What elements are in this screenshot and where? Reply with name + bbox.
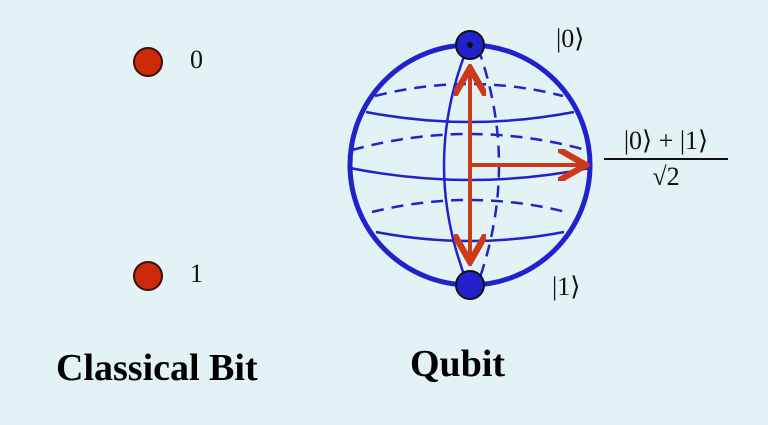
bit-one-dot xyxy=(133,261,163,291)
superposition-label: |0⟩ + |1⟩ √2 xyxy=(604,126,728,192)
bit-one-label: 1 xyxy=(190,259,203,288)
state-arrows xyxy=(470,72,582,258)
bit-zero-dot xyxy=(133,47,163,77)
south-pole-dot xyxy=(455,270,485,300)
ket-one-label: |1⟩ xyxy=(552,272,581,301)
superposition-numerator: |0⟩ + |1⟩ xyxy=(604,126,728,160)
superposition-denominator: √2 xyxy=(652,162,680,191)
qubit-title: Qubit xyxy=(410,343,506,385)
bit-zero-label: 0 xyxy=(190,45,203,74)
ket-zero-label: |0⟩ xyxy=(556,24,585,53)
classical-bit-title: Classical Bit xyxy=(56,347,258,389)
